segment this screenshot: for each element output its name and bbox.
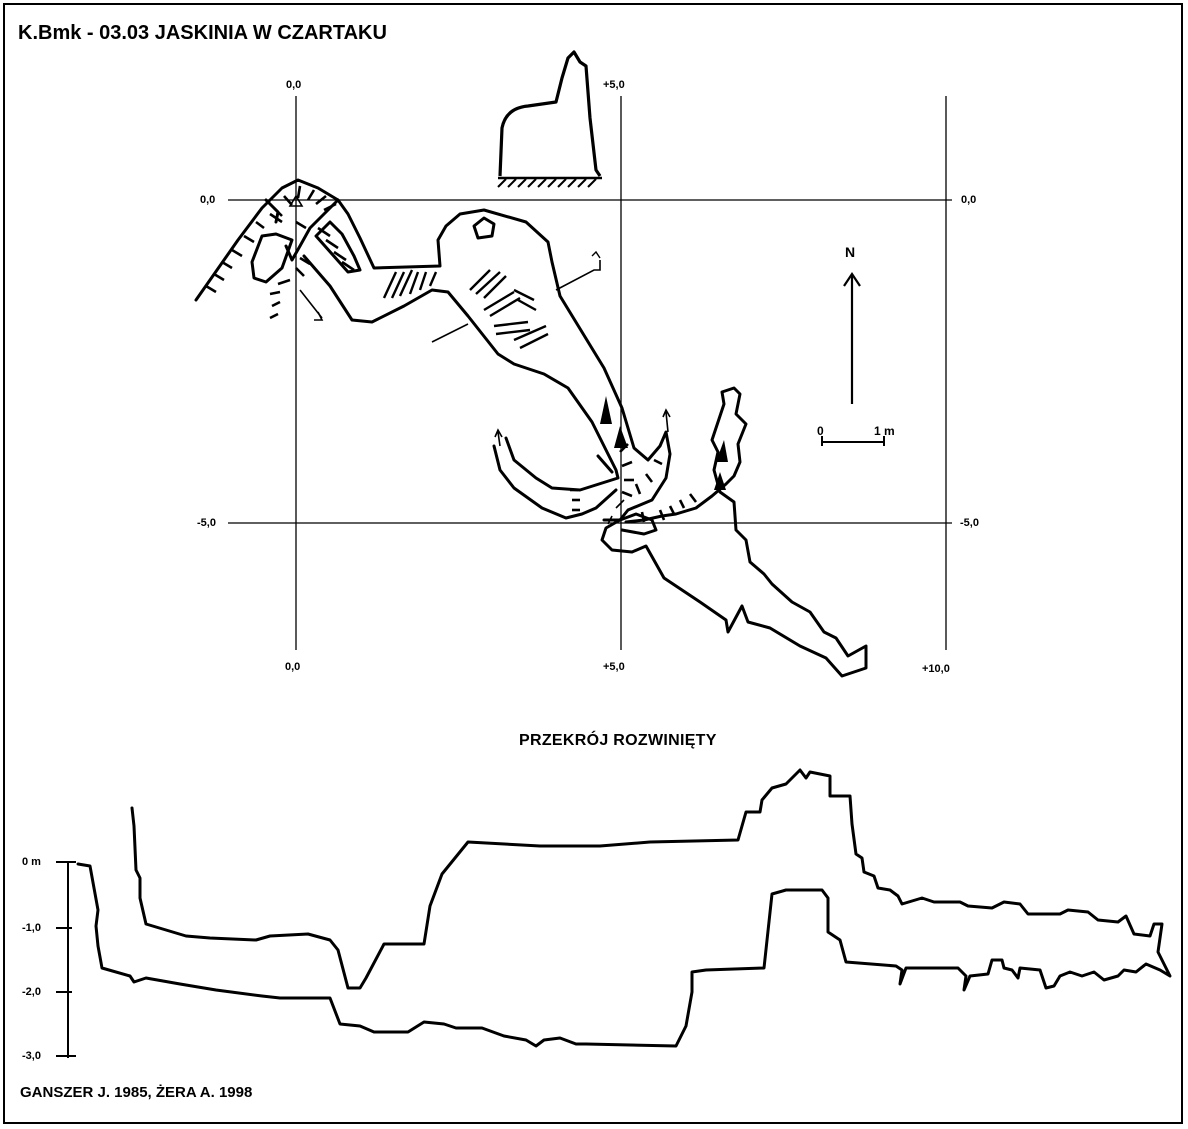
sheet-border [3, 3, 1183, 1124]
depth-axis [56, 861, 76, 1058]
slope-hachures [205, 185, 698, 523]
depth-label-0: 0 m [22, 856, 41, 868]
grid-label-bottom-x10: +10,0 [922, 663, 950, 675]
depth-label-3: -3,0 [22, 1050, 41, 1062]
continuation-arrows [299, 250, 671, 525]
grid-label-left-y5: -5,0 [197, 517, 216, 529]
depth-label-1: -1,0 [22, 922, 41, 934]
north-arrow-icon [843, 272, 861, 404]
sheet-title: K.Bmk - 03.03 JASKINIA W CZARTAKU [18, 22, 387, 44]
entrance-profile [498, 50, 602, 180]
grid-label-right-y0: 0,0 [961, 194, 977, 206]
grid-label-top-x5: +5,0 [603, 79, 625, 91]
scale-end-label: 1 m [874, 424, 895, 438]
grid-label-right-y5: -5,0 [960, 517, 979, 529]
slope-arrow-icon [716, 440, 728, 462]
entrance-ground-hatch [497, 178, 597, 188]
scale-start-label: 0 [817, 424, 824, 438]
scale-bar [821, 436, 885, 446]
cave-outline [194, 178, 868, 678]
coordinate-grid [228, 96, 952, 650]
north-label: N [845, 244, 856, 260]
survey-authors: GANSZER J. 1985, ŻERA A. 1998 [20, 1084, 253, 1101]
slope-arrow-icon [714, 472, 726, 490]
developed-section-profile [76, 768, 1172, 1048]
slope-arrow-icon [600, 396, 612, 424]
rubble-hatching [382, 269, 549, 350]
grid-label-left-y0: 0,0 [200, 194, 216, 206]
section-title: PRZEKRÓJ ROZWINIĘTY [519, 732, 717, 749]
depth-label-2: -2,0 [22, 986, 41, 998]
grid-label-bottom-x5: +5,0 [603, 661, 625, 673]
grid-label-bottom-x0: 0,0 [285, 661, 301, 673]
grid-label-top-x0: 0,0 [286, 79, 302, 91]
plan-symbols [288, 194, 728, 490]
entrance-triangle-icon [288, 194, 304, 207]
slope-arrow-icon [614, 426, 628, 448]
